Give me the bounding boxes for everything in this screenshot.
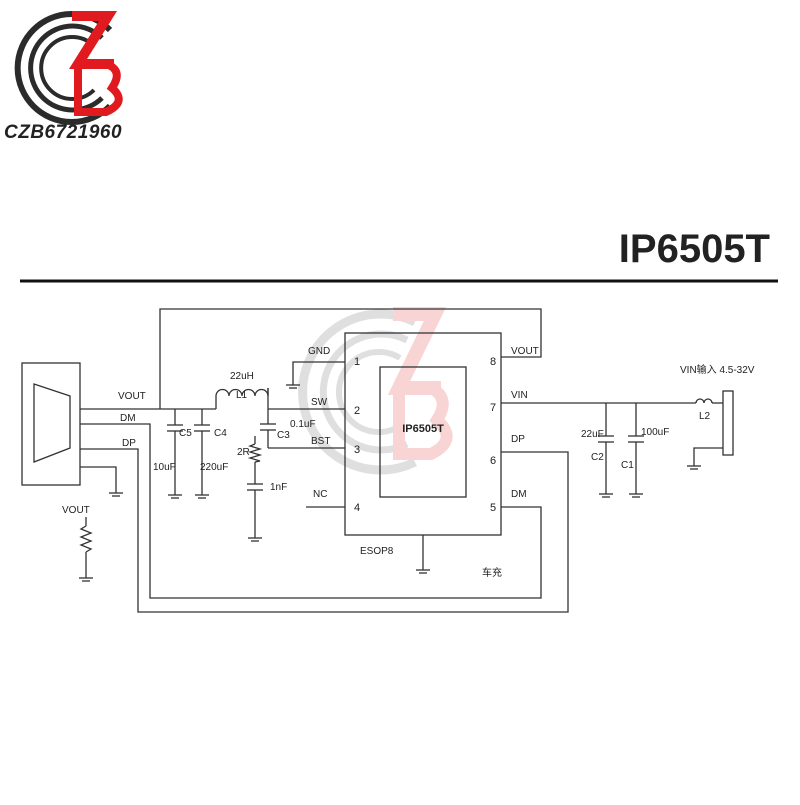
capacitor-1nf bbox=[247, 483, 263, 491]
chip-name: IP6505T bbox=[402, 423, 444, 435]
pin-6-name: DP bbox=[511, 434, 525, 445]
pin-2-name: SW bbox=[311, 397, 328, 408]
capacitor-c5 bbox=[167, 424, 183, 432]
wires bbox=[80, 308, 723, 613]
usb-vout-label: VOUT bbox=[118, 391, 146, 402]
c2-ref: C2 bbox=[591, 452, 604, 463]
capacitor-c4 bbox=[194, 424, 210, 432]
pin-3-name: BST bbox=[311, 436, 330, 447]
page-title: IP6505T bbox=[619, 227, 770, 271]
capacitor-c2 bbox=[598, 435, 614, 443]
pin-7-number: 7 bbox=[490, 402, 496, 414]
l2-ref: L2 bbox=[699, 411, 711, 422]
usb-dp-label: DP bbox=[122, 438, 136, 449]
c3-ref: C3 bbox=[277, 430, 290, 441]
ic-chip bbox=[344, 332, 502, 536]
pin-7-name: VIN bbox=[511, 390, 528, 401]
c4-ref: C4 bbox=[214, 428, 227, 439]
pin-6-number: 6 bbox=[490, 455, 496, 467]
pin-4-number: 4 bbox=[354, 502, 360, 514]
dc-jack bbox=[722, 390, 734, 456]
pin-2-number: 2 bbox=[354, 405, 360, 417]
c1-value: 100uF bbox=[641, 427, 669, 438]
c5-value: 10uF bbox=[153, 462, 176, 473]
pin-8-name: VOUT bbox=[511, 346, 539, 357]
pin-1-number: 1 bbox=[354, 356, 360, 368]
c4-value: 220uF bbox=[200, 462, 228, 473]
pin-1-name: GND bbox=[308, 346, 330, 357]
l1-value: 22uH bbox=[230, 371, 254, 382]
pin-5-name: DM bbox=[511, 489, 527, 500]
c2-value: 22uF bbox=[581, 429, 604, 440]
l1-ref: L1 bbox=[236, 390, 248, 401]
cap-1nf-value: 1nF bbox=[270, 482, 287, 493]
pin-3-number: 3 bbox=[354, 444, 360, 456]
inductor-l1 bbox=[215, 388, 269, 409]
resistor-2r bbox=[247, 443, 263, 463]
ground-symbols bbox=[79, 384, 701, 582]
pin-8-number: 8 bbox=[490, 356, 496, 368]
usb-dm-label: DM bbox=[120, 413, 136, 424]
brand-logo: CZB6721960 bbox=[4, 11, 123, 143]
pin-4-name: NC bbox=[313, 489, 327, 500]
resistor-pullup bbox=[79, 525, 93, 553]
capacitor-c1 bbox=[628, 435, 644, 443]
usb-connector bbox=[21, 362, 81, 486]
c1-ref: C1 bbox=[621, 460, 634, 471]
brand-text: CZB6721960 bbox=[4, 122, 122, 143]
pullup-label: VOUT bbox=[62, 505, 90, 516]
inductor-l2 bbox=[695, 398, 713, 404]
chip-package: ESOP8 bbox=[360, 546, 394, 557]
car-charger-note: 车充 bbox=[482, 566, 502, 579]
watermark-logo bbox=[298, 307, 453, 475]
res-2r-ref: 2R bbox=[237, 447, 250, 458]
capacitor-c3 bbox=[260, 423, 276, 431]
vin-input-label: VIN输入 4.5-32V bbox=[680, 363, 755, 376]
c5-ref: C5 bbox=[179, 428, 192, 439]
pin-5-number: 5 bbox=[490, 502, 496, 514]
c3-value: 0.1uF bbox=[290, 419, 316, 430]
